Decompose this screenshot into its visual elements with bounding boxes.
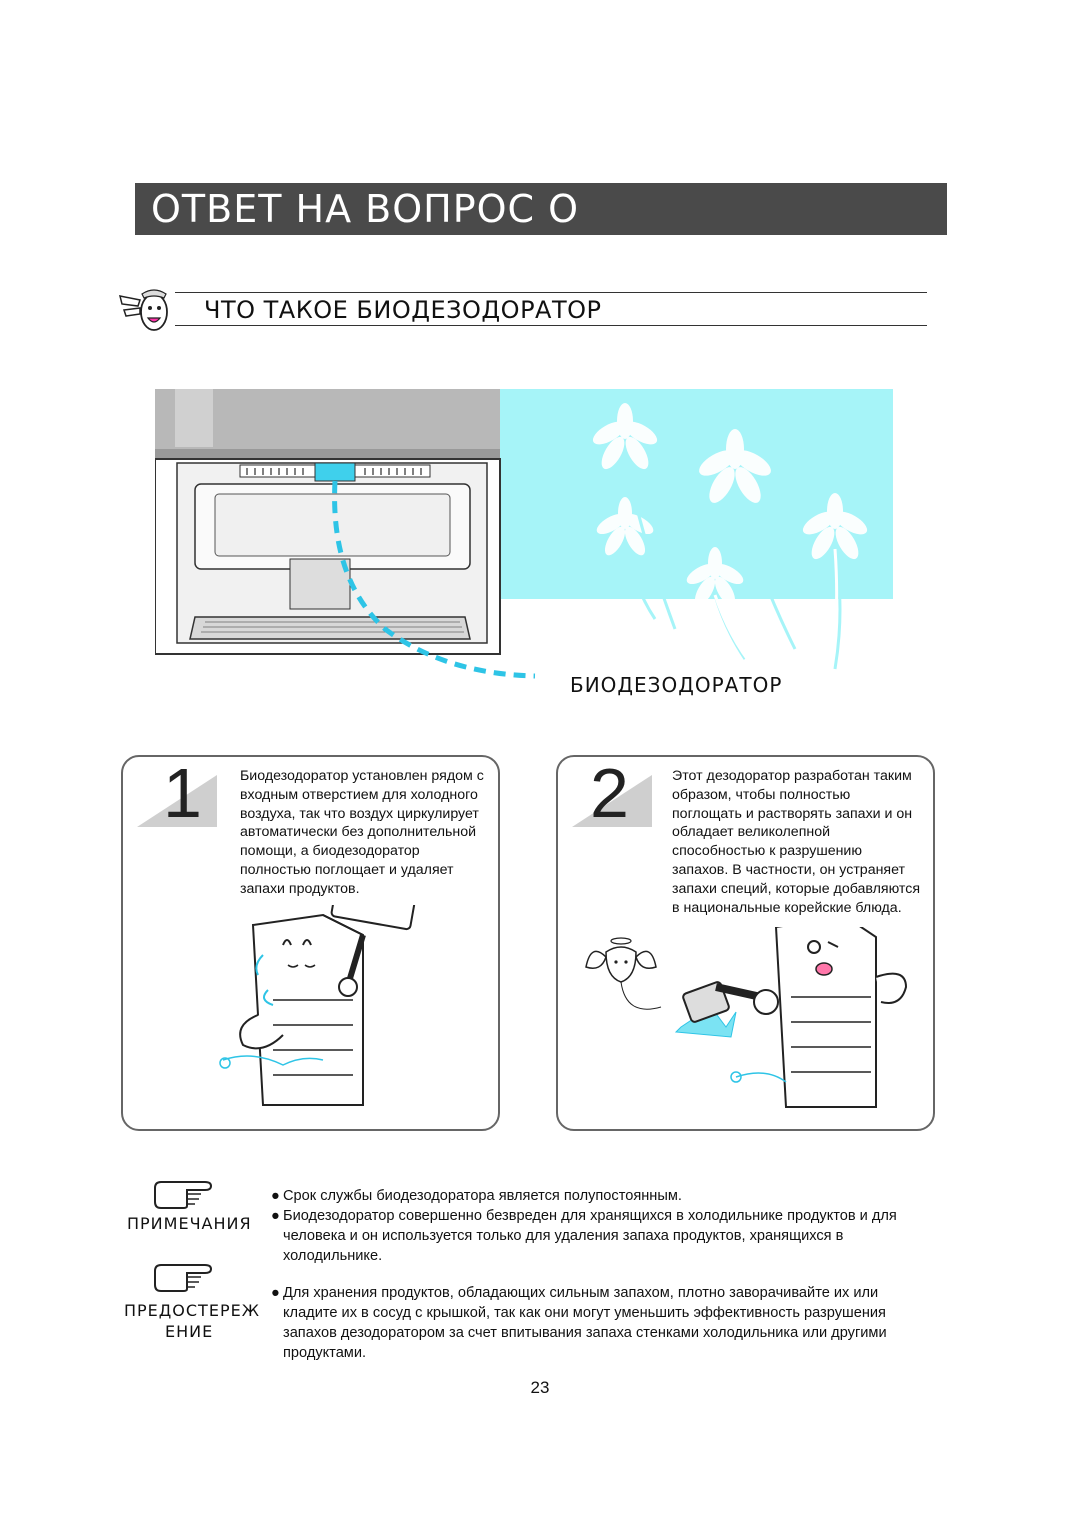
biodeodorizer-label: БИОДЕЗОДОРАТОР (570, 673, 783, 697)
step-number-1: 1 (163, 754, 202, 832)
bullet-icon: ● (271, 1285, 280, 1301)
step-1-line: автоматически без дополнительной (240, 824, 477, 841)
step-2-line: в национальные корейские блюда. (672, 899, 902, 916)
warning-label-line2: ЕНИЕ (165, 1322, 214, 1341)
bullet-icon: ● (271, 1208, 280, 1224)
step-2-line: обладает великолепной (672, 824, 831, 841)
page-number: 23 (530, 1378, 550, 1397)
step-1-line: воздуха, так что воздух циркулирует (240, 805, 479, 822)
note-item-text: Биодезодоратор совершенно безвреден для … (283, 1208, 897, 1224)
pointing-hand-icon (153, 1263, 215, 1293)
step-1-line: запахи продуктов. (240, 880, 360, 897)
fridge-character-illustration-2 (576, 915, 921, 1122)
step-2-line: запахи специй, которые добавляются (672, 880, 921, 897)
note-item-text: Срок службы биодезодоратора является пол… (283, 1188, 682, 1204)
pointing-hand-icon (153, 1180, 215, 1210)
warning-text: ● Для хранения продуктов, обладающих сил… (271, 1283, 923, 1363)
bullet-icon: ● (271, 1188, 280, 1204)
step-2-line: образом, чтобы полностью (672, 786, 851, 803)
step-1-line: полностью поглощает и удаляет (240, 861, 454, 878)
note-item: ● Биодезодоратор совершенно безвреден дл… (271, 1206, 923, 1226)
step-text-1: Биодезодоратор установлен рядом с входны… (240, 767, 500, 899)
fridge-illustration (154, 389, 893, 689)
note-item-text: человека и он используется только для уд… (283, 1228, 844, 1244)
step-number-badge-1 (137, 765, 217, 827)
page-title: ОТВЕТ НА ВОПРОС О БИОДЕЗОДОРАТОРЕ (135, 183, 947, 283)
notes-label: ПРИМЕЧАНИЯ (127, 1214, 252, 1233)
step-text-2: Этот дезодоратор разработан таким образо… (672, 767, 934, 917)
section-rule-top (175, 292, 927, 293)
step-number-2: 2 (590, 754, 629, 832)
step-2-line: запахов. В частности, он устраняет (672, 861, 906, 878)
note-item: ● Срок службы биодезодоратора является п… (271, 1186, 923, 1206)
notes-list: ● Срок службы биодезодоратора является п… (271, 1186, 923, 1266)
step-2-line: поглощать и растворять запахи и он (672, 805, 913, 822)
mascot-icon (118, 286, 172, 334)
step-2-line: Этот дезодоратор разработан таким (672, 768, 912, 784)
step-number-badge-2 (572, 765, 652, 827)
section-title: ЧТО ТАКОЕ БИОДЕЗОДОРАТОР (204, 296, 602, 324)
step-1-line: помощи, а биодезодоратор (240, 843, 420, 860)
note-item-text: холодильнике. (283, 1248, 383, 1264)
section-rule-bottom (175, 325, 927, 326)
step-2-line: способностью к разрушению (672, 843, 863, 860)
step-1-line: Биодезодоратор установлен рядом с (240, 768, 484, 784)
warning-line: запахов дезодоратором за счет впитывания… (283, 1325, 887, 1341)
step-1-line: входным отверстием для холодного (240, 786, 478, 803)
fridge-character-illustration-1 (213, 885, 443, 1115)
warning-line: продуктами. (283, 1345, 367, 1361)
warning-line: кладите их в сосуд с крышкой, так как он… (283, 1305, 886, 1321)
warning-item: ● Для хранения продуктов, обладающих сил… (271, 1283, 923, 1303)
page-title-text: ОТВЕТ НА ВОПРОС О БИОДЕЗОДОРАТОРЕ (151, 187, 580, 283)
step-card-1: 1 Биодезодоратор установлен рядом с вход… (121, 754, 500, 1131)
warning-line: Для хранения продуктов, обладающих сильн… (283, 1285, 879, 1301)
step-card-2: 2 Этот дезодоратор разработан таким обра… (556, 754, 935, 1131)
warning-label-line1: ПРЕДОСТЕРЕЖ (124, 1301, 260, 1320)
